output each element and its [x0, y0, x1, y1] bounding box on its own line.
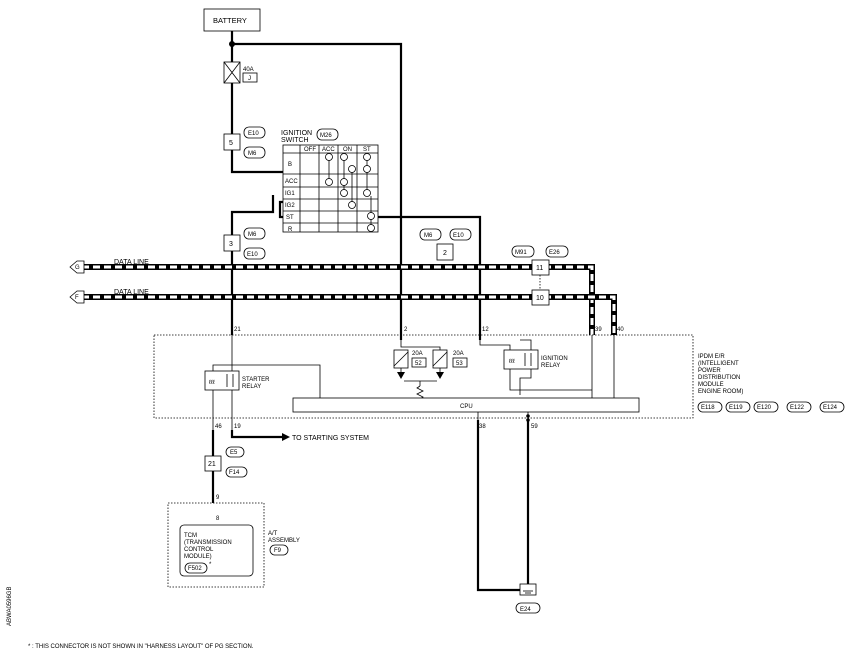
svg-text:19: 19: [234, 424, 241, 430]
ignition-switch-title-1: IGNITION: [281, 130, 312, 137]
svg-text:M26: M26: [320, 133, 332, 139]
svg-text:RELAY: RELAY: [242, 384, 261, 390]
svg-text:38: 38: [479, 424, 486, 430]
svg-text:E24: E24: [520, 607, 531, 613]
svg-text:IPDM E/R: IPDM E/R: [698, 354, 725, 360]
battery-label: BATTERY: [213, 16, 247, 25]
svg-text:ENGINE ROOM): ENGINE ROOM): [698, 389, 743, 395]
svg-text:5: 5: [229, 140, 233, 147]
svg-text:M91: M91: [515, 250, 527, 256]
svg-text:IG2: IG2: [285, 203, 295, 209]
svg-text:E10: E10: [248, 131, 259, 137]
svg-text:DISTRIBUTION: DISTRIBUTION: [698, 375, 740, 381]
fuse-40a-amp: 40A: [243, 67, 254, 73]
svg-text:(TRANSMISSION: (TRANSMISSION: [184, 540, 232, 546]
junction-dot: [229, 41, 235, 47]
data-line-label-2: DATA LINE: [114, 289, 149, 296]
svg-text:OFF: OFF: [304, 147, 316, 153]
svg-text:59: 59: [531, 424, 538, 430]
svg-text:E26: E26: [549, 250, 560, 256]
svg-text:TCM: TCM: [184, 533, 197, 539]
svg-text:ASSEMBLY: ASSEMBLY: [268, 538, 300, 544]
svg-text:E119: E119: [729, 405, 743, 411]
svg-text:ACC: ACC: [285, 179, 298, 185]
svg-text:CPU: CPU: [460, 404, 473, 410]
footnote: * : THIS CONNECTOR IS NOT SHOWN IN "HARN…: [28, 644, 254, 650]
data-line-label-1: DATA LINE: [114, 259, 149, 266]
fuse-40a-id: J: [248, 76, 251, 82]
svg-text:20A: 20A: [453, 351, 464, 357]
svg-text:A/T: A/T: [268, 531, 278, 537]
svg-text:IGNITION: IGNITION: [541, 356, 568, 362]
svg-text:20A: 20A: [412, 351, 423, 357]
svg-text:E118: E118: [701, 405, 715, 411]
svg-text:M6: M6: [248, 232, 257, 238]
svg-text:STARTER: STARTER: [242, 377, 270, 383]
svg-text:POWER: POWER: [698, 368, 721, 374]
svg-text:CONTROL: CONTROL: [184, 547, 214, 553]
svg-text:11: 11: [536, 265, 543, 272]
svg-text:ST: ST: [286, 215, 294, 221]
svg-text:IG1: IG1: [285, 191, 295, 197]
connector-21: 21 E5 F14 9: [204, 446, 248, 501]
svg-text:F9: F9: [274, 548, 282, 554]
svg-text:39: 39: [595, 327, 602, 333]
data-line-terminal-g: G: [75, 265, 80, 271]
svg-text:E5: E5: [230, 450, 238, 456]
ipdm-module: 21 2 12 39 40: [153, 327, 845, 430]
connector-2: M6 E10 2: [419, 228, 472, 261]
svg-text:46: 46: [215, 424, 222, 430]
svg-text:ACC: ACC: [322, 147, 335, 153]
svg-text:(INTELLIGENT: (INTELLIGENT: [698, 361, 739, 367]
svg-text:*: *: [209, 562, 212, 568]
svg-text:E10: E10: [453, 233, 464, 239]
ignition-switch: IGNITION SWITCH M26 OFF ACC ON ST B ACC …: [281, 128, 379, 233]
ground-e24: E24: [515, 583, 541, 614]
svg-text:3: 3: [229, 241, 233, 248]
battery-box: [203, 8, 261, 32]
svg-text:ON: ON: [343, 147, 352, 153]
diagram-code: ABWA0596GB: [7, 587, 13, 626]
svg-text:E122: E122: [790, 405, 805, 411]
fuse-40a: 40A J: [223, 61, 258, 84]
to-starting-system-label: TO STARTING SYSTEM: [292, 435, 369, 442]
svg-text:8: 8: [216, 516, 220, 522]
relay-coil-symbol: ℓℓℓ: [509, 358, 515, 365]
svg-text:M6: M6: [248, 151, 257, 157]
svg-text:53: 53: [456, 361, 463, 367]
svg-text:10: 10: [536, 295, 544, 302]
svg-text:ST: ST: [363, 147, 371, 153]
svg-text:E124: E124: [823, 405, 838, 411]
svg-text:2: 2: [404, 327, 408, 333]
svg-text:F14: F14: [229, 470, 240, 476]
svg-text:F502: F502: [188, 566, 202, 572]
svg-text:E10: E10: [247, 252, 258, 258]
ignition-switch-title-2: SWITCH: [281, 137, 309, 144]
svg-text:52: 52: [415, 361, 422, 367]
svg-text:40: 40: [617, 327, 624, 333]
svg-text:2: 2: [443, 250, 447, 257]
svg-text:12: 12: [482, 327, 489, 333]
data-line-terminal-f: F: [75, 295, 79, 301]
svg-text:R: R: [288, 227, 293, 233]
connector-3: 3 M6 E10: [223, 227, 266, 260]
svg-text:E120: E120: [757, 405, 772, 411]
connector-5: 5 E10 M6: [223, 126, 266, 159]
svg-text:21: 21: [208, 461, 216, 468]
svg-text:MODULE: MODULE: [698, 382, 724, 388]
svg-text:M6: M6: [424, 233, 433, 239]
relay-coil-symbol: ℓℓℓ: [209, 379, 215, 386]
svg-text:RELAY: RELAY: [541, 363, 560, 369]
svg-text:B: B: [288, 162, 292, 168]
at-assembly: 8 TCM (TRANSMISSION CONTROL MODULE) F502…: [167, 502, 300, 588]
lower-wires: TO STARTING SYSTEM: [211, 418, 530, 592]
svg-text:21: 21: [234, 327, 241, 333]
svg-text:9: 9: [216, 495, 220, 501]
svg-text:MODULE): MODULE): [184, 554, 212, 560]
data-lines: G F DATA LINE DATA LINE M91 E26 11 10: [69, 245, 617, 335]
